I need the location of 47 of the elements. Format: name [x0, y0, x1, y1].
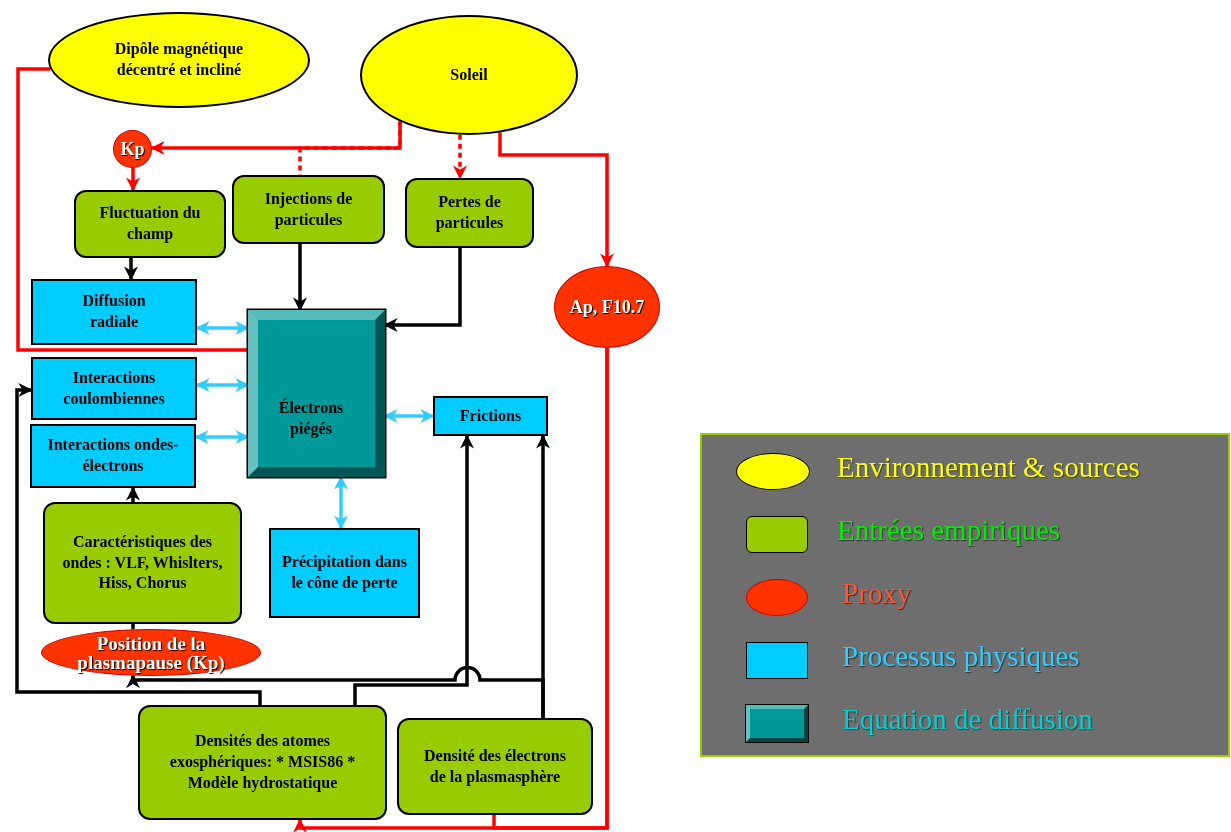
arrow	[124, 258, 138, 281]
equation-box	[248, 310, 385, 477]
input-box	[397, 718, 593, 815]
node-label: Kp	[119, 140, 146, 158]
arrow	[353, 434, 474, 705]
process-box	[269, 528, 420, 618]
node-label: Diffusion radiale	[81, 291, 147, 332]
node-label: Interactions coulombiennes	[62, 367, 166, 409]
connector-line	[131, 624, 135, 630]
legend-label: Processus physiques	[842, 640, 1080, 673]
proxy-ellipse	[113, 130, 152, 168]
input-box	[74, 190, 226, 258]
legend-label: Equation de diffusion	[842, 703, 1093, 736]
arrow	[453, 134, 467, 180]
arrow	[126, 486, 140, 502]
node-label: Fluctuation du champ	[98, 203, 202, 245]
node-label: Électrons piégés	[277, 397, 345, 440]
arrow	[126, 168, 140, 192]
process-box	[31, 279, 197, 345]
arrow	[126, 665, 545, 718]
node-label: Interactions ondes-électrons	[46, 435, 180, 476]
node-label: Pertes de particules	[434, 192, 505, 234]
arrow	[15, 383, 262, 705]
node-label: Injections de particules	[263, 188, 354, 231]
node-label: Caractéristiques des ondes : VLF, Whislters, Hiss, Chorus	[61, 531, 224, 594]
input-box	[138, 705, 387, 820]
input-box	[232, 175, 385, 244]
connector-line	[298, 121, 402, 175]
node-label: Précipitation dans le cône de perte	[281, 552, 408, 594]
legend-label: Entrées empiriques	[837, 514, 1061, 547]
arrow	[498, 132, 614, 268]
node-label: Densités des atomes exosphériques: * MSIS86 * Modèle hydrostatique	[168, 731, 357, 794]
legend-label: Proxy	[842, 577, 912, 610]
process-box	[30, 424, 196, 488]
node-label: Densité des électrons de la plasmasphère	[423, 745, 567, 788]
node-label: Frictions	[458, 405, 523, 426]
connector-line	[492, 348, 609, 830]
process-box	[31, 357, 197, 420]
input-box	[405, 178, 534, 248]
input-box	[43, 502, 242, 624]
node-label: Soleil	[449, 64, 489, 85]
process-box	[433, 396, 548, 436]
legend-label: Environnement & sources	[837, 451, 1140, 484]
node-label: Ap, F10.7	[568, 298, 646, 316]
node-label: Dipôle magnétique décentré et incliné	[113, 39, 245, 80]
connector-line	[16, 67, 248, 352]
node-label: Position de la plasmapause (Kp)	[76, 633, 226, 672]
